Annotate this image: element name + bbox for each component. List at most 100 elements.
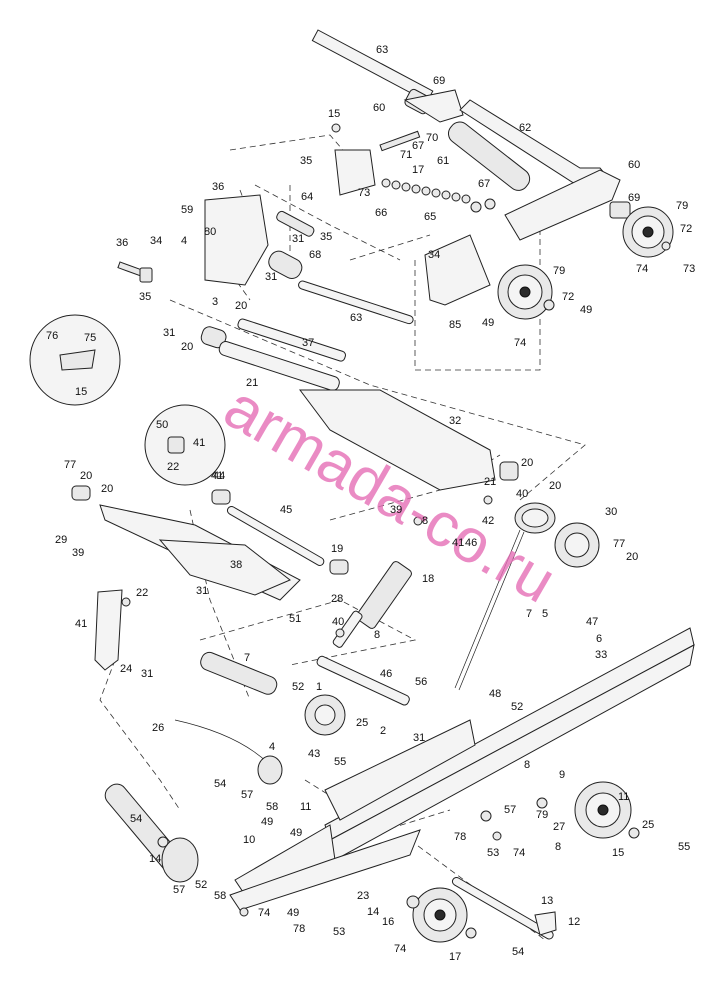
callout: 7 bbox=[244, 652, 250, 664]
callout: 65 bbox=[424, 211, 436, 223]
callout: 3 bbox=[212, 296, 218, 308]
callout: 30 bbox=[605, 506, 617, 518]
callout: 66 bbox=[375, 207, 387, 219]
callout: 49 bbox=[580, 304, 592, 316]
callout: 41 bbox=[75, 618, 87, 630]
callout: 19 bbox=[331, 543, 343, 555]
callout: 49 bbox=[287, 907, 299, 919]
callout: 12 bbox=[568, 916, 580, 928]
callout: 15 bbox=[612, 847, 624, 859]
callout: 68 bbox=[309, 249, 321, 261]
callout: 49 bbox=[261, 816, 273, 828]
callout: 61 bbox=[437, 155, 449, 167]
callout: 79 bbox=[553, 265, 565, 277]
callout: 20 bbox=[80, 470, 92, 482]
callout: 32 bbox=[449, 415, 461, 427]
callout: 50 bbox=[156, 419, 168, 431]
callout: 14 bbox=[367, 906, 379, 918]
callout: 4 bbox=[181, 235, 187, 247]
callout: 10 bbox=[243, 834, 255, 846]
callout: 49 bbox=[482, 317, 494, 329]
callout: 69 bbox=[433, 75, 445, 87]
callout: 53 bbox=[487, 847, 499, 859]
callout: 11 bbox=[300, 801, 311, 813]
callout: 13 bbox=[541, 895, 553, 907]
torsion-spring bbox=[514, 502, 556, 534]
callout: 47 bbox=[586, 616, 598, 628]
callout: 34 bbox=[150, 235, 162, 247]
callout: 7 bbox=[526, 608, 532, 620]
callout: 78 bbox=[293, 923, 305, 935]
callout: 39 bbox=[390, 504, 402, 516]
callout: 22 bbox=[136, 587, 148, 599]
callout: 52 bbox=[292, 681, 304, 693]
callout: 67 bbox=[478, 178, 490, 190]
callout: 20 bbox=[235, 300, 247, 312]
callout: 26 bbox=[152, 722, 164, 734]
idler-wheel-top bbox=[497, 264, 553, 320]
callout: 69 bbox=[628, 192, 640, 204]
callout: 14 bbox=[149, 853, 161, 865]
callout: 74 bbox=[258, 907, 270, 919]
callout: 11 bbox=[618, 791, 629, 803]
callout: 56 bbox=[415, 676, 427, 688]
callout: 55 bbox=[334, 756, 346, 768]
callout: 57 bbox=[504, 804, 516, 816]
callout: 73 bbox=[683, 263, 695, 275]
callout: 2 bbox=[380, 725, 386, 737]
callout: 77 bbox=[64, 459, 76, 471]
callout: 38 bbox=[230, 559, 242, 571]
callout: 67 bbox=[412, 140, 424, 152]
callout: 48 bbox=[489, 688, 501, 700]
callout: 46 bbox=[380, 668, 392, 680]
callout: 15 bbox=[328, 108, 340, 120]
callout: 64 bbox=[301, 191, 313, 203]
callout: 25 bbox=[642, 819, 654, 831]
callout: 6 bbox=[596, 633, 602, 645]
callout: 78 bbox=[454, 831, 466, 843]
callout: 23 bbox=[357, 890, 369, 902]
idler-wheel-top-right bbox=[622, 206, 674, 258]
callout: 17 bbox=[412, 164, 424, 176]
callout: 21 bbox=[484, 476, 496, 488]
callout: 58 bbox=[214, 890, 226, 902]
callout: 44 bbox=[213, 470, 225, 482]
callout: 54 bbox=[130, 813, 142, 825]
callout: 63 bbox=[350, 312, 362, 324]
callout: 15 bbox=[75, 386, 87, 398]
callout: 25 bbox=[356, 717, 368, 729]
callout: 63 bbox=[376, 44, 388, 56]
callout: 40 bbox=[332, 616, 344, 628]
callout: 20 bbox=[181, 341, 193, 353]
callout: 8 bbox=[555, 841, 561, 853]
callout: 16 bbox=[382, 916, 394, 928]
callout: 22 bbox=[167, 461, 179, 473]
callout: 57 bbox=[241, 789, 253, 801]
callout: 43 bbox=[308, 748, 320, 760]
callout: 74 bbox=[636, 263, 648, 275]
callout: 31 bbox=[413, 732, 425, 744]
callout: 57 bbox=[173, 884, 185, 896]
callout: 31 bbox=[265, 271, 277, 283]
callout: 18 bbox=[422, 573, 434, 585]
callout: 85 bbox=[449, 319, 461, 331]
callout: 39 bbox=[72, 547, 84, 559]
callout: 72 bbox=[562, 291, 574, 303]
callout: 1 bbox=[316, 681, 322, 693]
callout: 45 bbox=[280, 504, 292, 516]
callout: 36 bbox=[212, 181, 224, 193]
callout: 33 bbox=[595, 649, 607, 661]
callout: 5 bbox=[542, 608, 548, 620]
callout: 35 bbox=[320, 231, 332, 243]
callout-labels: 63 69 60 15 70 67 71 61 62 35 17 73 66 6… bbox=[46, 44, 695, 963]
callout: 75 bbox=[84, 332, 96, 344]
callout: 58 bbox=[266, 801, 278, 813]
callout: 55 bbox=[678, 841, 690, 853]
callout: 71 bbox=[400, 149, 412, 161]
callout: 70 bbox=[426, 132, 438, 144]
callout: 54 bbox=[214, 778, 226, 790]
callout: 52 bbox=[195, 879, 207, 891]
callout: 62 bbox=[519, 122, 531, 134]
callout: 31 bbox=[141, 668, 153, 680]
